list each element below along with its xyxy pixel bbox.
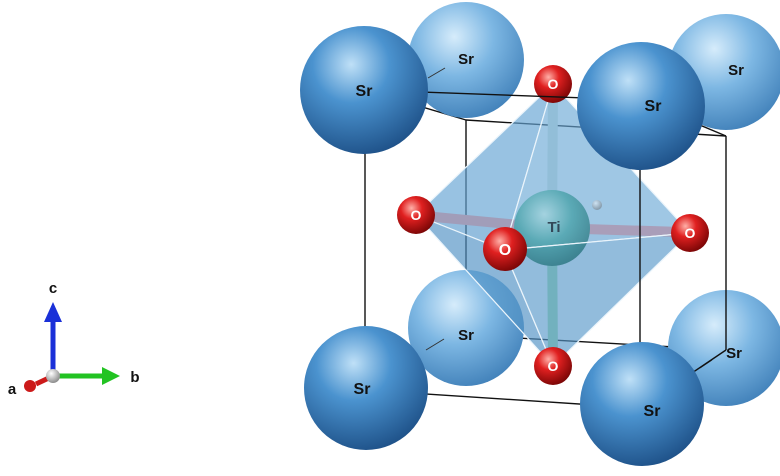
- sr-label: Sr: [726, 345, 742, 362]
- b-axis-label: b: [130, 369, 139, 386]
- sr-label: Sr: [354, 381, 371, 398]
- c-axis-arrowhead: [44, 302, 62, 322]
- a-axis-arrowhead: [24, 380, 36, 392]
- sr-label: Sr: [356, 83, 373, 100]
- sr-atom-back-bottom-left: Sr: [408, 270, 524, 386]
- sr-label: Sr: [728, 62, 744, 79]
- b-axis-arrowhead: [102, 367, 120, 385]
- minor-atom: [592, 200, 602, 210]
- c-axis-label: c: [49, 280, 57, 297]
- o-atom-left: O: [397, 196, 435, 234]
- o-atom-bottom: O: [534, 347, 572, 385]
- o-label: O: [685, 225, 696, 241]
- ti-label: Ti: [547, 219, 560, 236]
- sr-label: Sr: [645, 98, 662, 115]
- o-label: O: [548, 76, 559, 92]
- sr-atom-front-bottom-left: Sr: [304, 326, 428, 450]
- sr-atom-front-bottom-right: Sr: [580, 342, 704, 466]
- o-label: O: [411, 207, 422, 223]
- sr-label: Sr: [458, 327, 474, 344]
- o-atom-right: O: [671, 214, 709, 252]
- tio6-octahedron-front: [414, 82, 692, 368]
- sr-label: Sr: [458, 51, 474, 68]
- a-axis-label: a: [8, 381, 17, 398]
- axes-indicator: c b a: [8, 280, 140, 398]
- sr-atom-front-top-left: Sr: [300, 26, 428, 154]
- o-label: O: [499, 242, 511, 259]
- sr-atom-front-top-right: Sr: [577, 42, 705, 170]
- sr-label: Sr: [644, 403, 661, 420]
- o-atom-front: O: [483, 227, 527, 271]
- axes-origin: [46, 369, 60, 383]
- o-atom-top: O: [534, 65, 572, 103]
- sr-atom-back-top-left: Sr: [408, 2, 524, 118]
- o-label: O: [548, 358, 559, 374]
